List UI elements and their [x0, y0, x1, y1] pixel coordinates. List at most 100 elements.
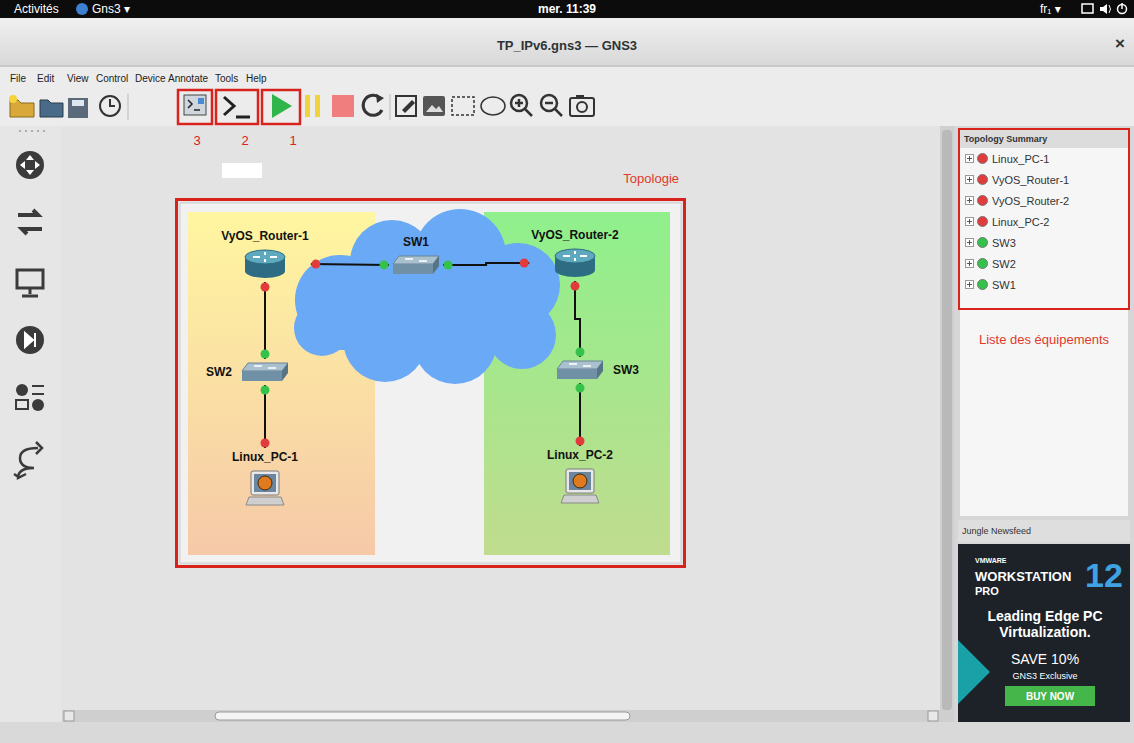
callout-box-part: [262, 90, 300, 124]
window-chrome-part-part: [43, 130, 45, 132]
callout-number: 1: [289, 133, 296, 148]
window-chrome-part: [215, 712, 630, 720]
toolbar-icons-part: [332, 95, 354, 117]
link-group: [261, 385, 270, 448]
menu-item: File: [10, 73, 26, 84]
list-row: SW3: [960, 232, 1128, 253]
router-icon: [553, 247, 597, 279]
port-status-dot: [261, 283, 270, 292]
top-bar-part: [1082, 4, 1093, 13]
window-chrome-part-part: [25, 130, 27, 132]
window-chrome-part-part: [37, 130, 39, 132]
expand-box: [965, 175, 974, 184]
pc-icon-part: [258, 476, 272, 490]
expand-box-part: [966, 218, 974, 226]
left-dock-icons-part: [32, 386, 44, 394]
device-label: Linux_PC-1: [232, 450, 298, 464]
expand-box-part: [967, 219, 972, 224]
list-row: Linux_PC-1: [960, 148, 1128, 169]
top-bar-part: [1100, 4, 1107, 14]
callout-box-part: [216, 90, 258, 124]
status-dot: [977, 279, 988, 290]
expand-box-part: [966, 281, 974, 289]
status-dot-part: [978, 238, 988, 248]
status-dot: [977, 195, 988, 206]
network-link: [264, 282, 266, 359]
cloud-shape-part: [330, 270, 530, 350]
app-menu: Gns3 ▾: [92, 2, 130, 16]
left-dock-icons-part: [17, 270, 43, 288]
window-chrome-part: [62, 710, 940, 722]
device-label: SW2: [206, 365, 232, 379]
device-label: VyOS_Router-2: [531, 228, 619, 242]
status-dot-part: [978, 196, 988, 206]
device-list-panel: Topology SummaryLinux_PC-1VyOS_Router-1V…: [958, 128, 1130, 310]
ad-note: GNS3 Exclusive: [1012, 671, 1077, 681]
toolbar-icons-part: [423, 96, 445, 116]
status-dot-part: [978, 154, 988, 164]
window-chrome: [0, 18, 1134, 743]
list-item: VyOS_Router-1: [992, 174, 1069, 186]
toolbar-icons-part: [100, 96, 120, 116]
expand-box-part: [966, 176, 974, 184]
topology-background: [180, 203, 681, 563]
expand-box-part: [967, 240, 972, 245]
toolbar-icons-part: [198, 98, 204, 104]
top-bar-part: [1109, 5, 1111, 13]
toolbar-icons-part: [396, 96, 416, 116]
switch-icon-part: [242, 371, 282, 381]
port-status-dot: [311, 260, 320, 269]
toolbar-icons-part: [545, 103, 562, 116]
top-bar-part: [76, 3, 88, 15]
panel-title: Jungle Newsfeed: [962, 526, 1031, 536]
window-title: TP_IPv6.gns3 — GNS3: [497, 38, 637, 53]
status-dot: [977, 153, 988, 164]
toolbar-icons-part: [570, 98, 594, 116]
port-status-dot: [261, 439, 270, 448]
list-row: Linux_PC-2: [960, 211, 1128, 232]
left-dock-icons-part: [32, 399, 44, 411]
toolbar-icons-part: [315, 95, 320, 117]
callout-box: [178, 90, 300, 124]
switch-icon-part: [242, 363, 288, 371]
callout-number: 3: [193, 133, 200, 148]
topology-frame: VyOS_Router-1SW1VyOS_Router-2SW2SW3Linux…: [175, 198, 686, 568]
window-chrome-part: [958, 640, 990, 704]
menu-item: View: [67, 73, 89, 84]
list-item: VyOS_Router-2: [992, 195, 1069, 207]
ad-version: 12: [1085, 556, 1123, 595]
list-item: Linux_PC-1: [992, 153, 1049, 165]
left-dock-icons-part: [22, 288, 38, 296]
expand-box: [965, 196, 974, 205]
status-dot-part: [978, 280, 988, 290]
port-status-dot: [576, 437, 585, 446]
expand-box: [965, 154, 974, 163]
list-row: SW1: [960, 274, 1128, 295]
switch-icon-part: [557, 361, 603, 369]
left-dock-icons-part: [16, 400, 28, 409]
top-bar-part: [1121, 3, 1123, 9]
expand-box-part: [967, 156, 972, 161]
callout-box-part: [178, 90, 212, 124]
menu-item: Device: [135, 73, 166, 84]
device-node: SW2: [206, 361, 290, 383]
pc-icon-part: [246, 497, 284, 505]
pc-icon-part: [251, 471, 279, 495]
expand-box-part: [967, 177, 972, 182]
status-dot: [977, 237, 988, 248]
toolbar-icons-part: [426, 105, 443, 112]
expand-box-part: [966, 197, 974, 205]
pc-icon: [560, 467, 600, 507]
device-label: SW3: [613, 363, 639, 377]
expand-box-part: [966, 239, 974, 247]
ad-product: WORKSTATION: [975, 569, 1071, 584]
switch-icon-part: [405, 259, 427, 261]
port-status-dot: [380, 260, 389, 269]
window-chrome-part: [940, 126, 954, 722]
status-dot-part: [978, 259, 988, 269]
expand-box: [965, 238, 974, 247]
left-dock-icons: [14, 151, 44, 478]
switch-icon-part: [557, 369, 597, 379]
top-bar: [0, 0, 1134, 18]
ad-button: BUY NOW: [1026, 691, 1074, 702]
